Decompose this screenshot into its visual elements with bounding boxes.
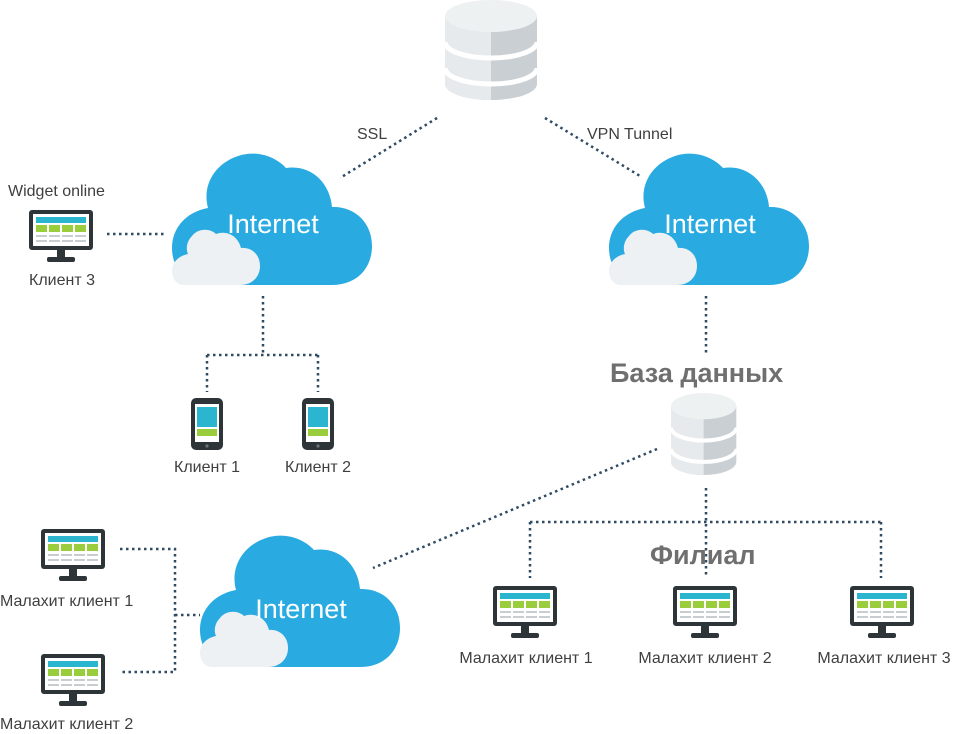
- edge-vpn: [544, 116, 641, 178]
- phone-1-icon: [191, 398, 223, 450]
- connections: [107, 116, 883, 674]
- branch-client-2-monitor-icon: [673, 586, 737, 638]
- widget-client-monitor-icon: [29, 210, 93, 262]
- phone-2-icon: [302, 398, 334, 450]
- ssl-label: SSL: [357, 126, 388, 143]
- branch-database-icon: [671, 393, 736, 475]
- cloud-left-label: Internet: [227, 209, 319, 239]
- branch-client-3-label: Малахит клиент 3: [817, 650, 951, 667]
- widget-online-label: Widget online: [8, 183, 105, 200]
- main-database-icon: [445, 0, 537, 100]
- client-1-label: Клиент 1: [174, 459, 240, 476]
- cloud-right-label: Internet: [664, 209, 756, 239]
- remote-client-1-label: Малахит клиент 1: [0, 593, 134, 610]
- branch-client-2-label: Малахит клиент 2: [638, 650, 772, 667]
- edge-ssl: [339, 116, 438, 180]
- vpn-label: VPN Tunnel: [587, 126, 673, 143]
- remote-client-2-label: Малахит клиент 2: [0, 716, 134, 733]
- branch-client-1-monitor-icon: [493, 586, 557, 638]
- edge-remote-clients: [120, 547, 200, 674]
- branch-client-3-monitor-icon: [850, 586, 914, 638]
- branch-heading: Филиал: [650, 540, 756, 570]
- edge-branch: [528, 488, 883, 578]
- database-heading: База данных: [610, 358, 784, 388]
- remote-client-1-monitor-icon: [41, 529, 105, 581]
- edge-phones: [205, 296, 320, 392]
- cloud-bottom-label: Internet: [255, 594, 347, 624]
- remote-client-2-monitor-icon: [41, 654, 105, 706]
- client-3-label: Клиент 3: [29, 272, 95, 289]
- edge-db-cloud-bottom: [372, 447, 658, 570]
- branch-client-1-label: Малахит клиент 1: [459, 650, 593, 667]
- client-2-label: Клиент 2: [285, 459, 351, 476]
